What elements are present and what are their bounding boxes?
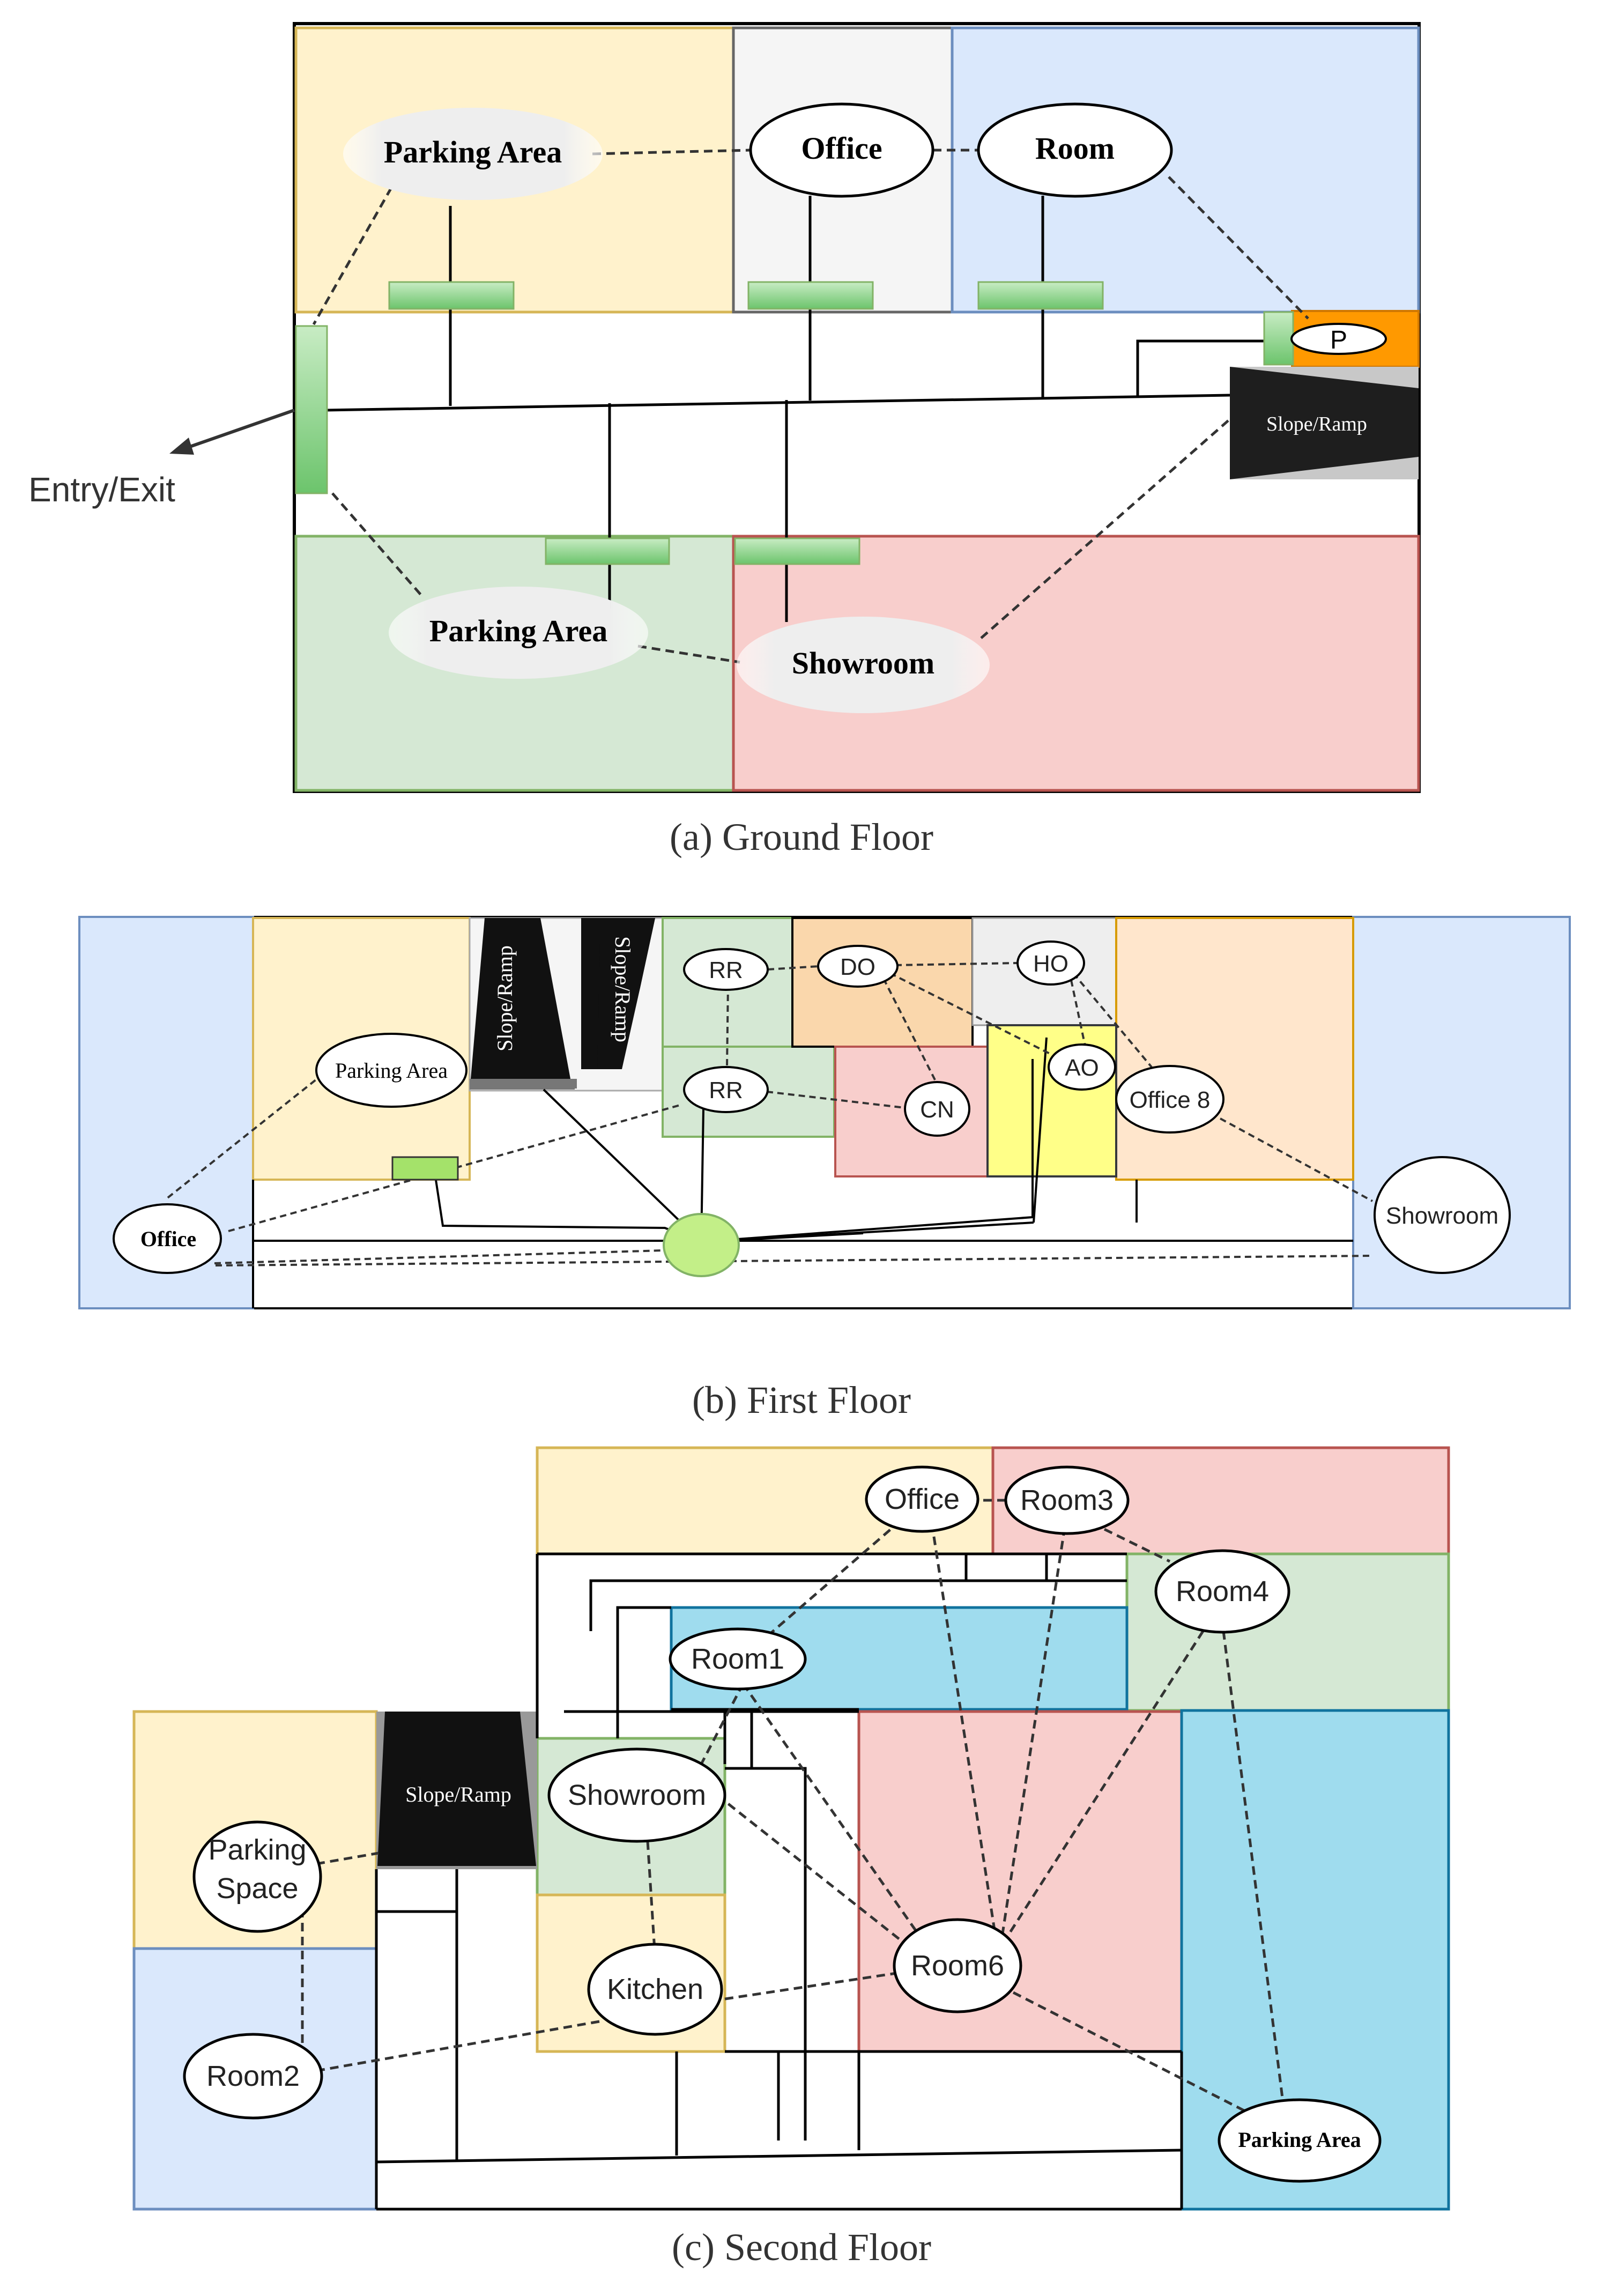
ff-node-office bbox=[113, 1203, 222, 1274]
ff-slope1-label: Slope/Ramp bbox=[493, 945, 517, 1051]
gf-node-room-label: Room bbox=[1035, 131, 1115, 166]
ff-node-rr-top bbox=[683, 948, 769, 991]
second-floor-plan: Slope/Ramp bbox=[132, 1446, 1450, 2211]
sf-node-room4-label: Room4 bbox=[1176, 1575, 1269, 1608]
gf-doors bbox=[295, 281, 1294, 565]
ff-node-rr-bottom bbox=[683, 1066, 769, 1113]
sf-node-kitchen bbox=[587, 1943, 723, 2036]
gf-door-room bbox=[977, 281, 1104, 310]
gf-door-parking-top bbox=[388, 281, 515, 310]
sf-node-parking-space-label-1: Parking bbox=[208, 1834, 306, 1866]
sf-node-room3-label: Room3 bbox=[1020, 1484, 1114, 1516]
sf-node-room2 bbox=[183, 2033, 323, 2120]
gf-node-parking-top bbox=[343, 108, 603, 200]
gf-door-entry bbox=[295, 325, 328, 494]
gf-node-office-label: Office bbox=[801, 131, 882, 166]
ff-node-ho-label: HO bbox=[1033, 951, 1068, 977]
sf-node-showroom bbox=[547, 1747, 726, 1843]
ff-node-ao bbox=[1048, 1043, 1116, 1091]
ff-door bbox=[391, 1156, 459, 1181]
sf-corridor-lines bbox=[375, 1552, 1183, 2211]
ff-node-ao-label: AO bbox=[1065, 1055, 1099, 1081]
gf-door-showroom bbox=[734, 537, 860, 565]
gf-entry-exit-label: Entry/Exit bbox=[28, 470, 175, 509]
gf-node-p bbox=[1290, 323, 1387, 355]
sf-room6-zone bbox=[857, 1710, 1183, 2053]
gf-node-showroom-label: Showroom bbox=[792, 646, 934, 680]
ff-ramp-base-stripe bbox=[470, 1079, 577, 1088]
ff-slope-ramp-2 bbox=[581, 918, 655, 1069]
ff-node-do bbox=[817, 945, 899, 988]
ff-node-rr-top-label: RR bbox=[709, 957, 743, 983]
gf-door-parking-bottom bbox=[545, 537, 670, 565]
sf-node-room3 bbox=[1004, 1465, 1130, 1535]
sf-node-kitchen-label: Kitchen bbox=[607, 1973, 703, 2005]
ff-node-rr-bottom-label: RR bbox=[709, 1077, 743, 1103]
caption-ground-floor: (a) Ground Floor bbox=[670, 816, 933, 858]
sf-node-room2-label: Room2 bbox=[206, 2060, 300, 2092]
gf-nodes: Parking Area Office Room P Parking Area … bbox=[343, 102, 1387, 713]
ff-node-office-label: Office bbox=[140, 1227, 196, 1251]
sf-connections bbox=[301, 1499, 1286, 2116]
sf-node-office-label: Office bbox=[885, 1483, 960, 1515]
sf-node-parking-space bbox=[192, 1820, 322, 1933]
sf-slope-label: Slope/Ramp bbox=[405, 1782, 511, 1806]
gf-node-room bbox=[977, 102, 1173, 198]
gf-node-parking-bottom-label: Parking Area bbox=[429, 613, 607, 648]
sf-node-room1 bbox=[669, 1627, 807, 1691]
ground-floor-plan: Slope/Ramp bbox=[28, 22, 1421, 793]
sf-node-room6-label: Room6 bbox=[911, 1950, 1004, 1982]
sf-node-room6 bbox=[893, 1918, 1022, 2013]
ff-nodes: RR DO HO Parking Area RR CN AO Office 8 … bbox=[113, 940, 1511, 1274]
sf-node-room4 bbox=[1154, 1549, 1290, 1634]
ff-connections bbox=[165, 962, 1373, 1266]
ff-node-office8-label: Office 8 bbox=[1130, 1087, 1211, 1113]
gf-node-office bbox=[749, 102, 934, 198]
sf-slope-ramp bbox=[376, 1712, 537, 1869]
sf-node-parking-area-label: Parking Area bbox=[1238, 2128, 1361, 2152]
sf-node-parking-space-label-2: Space bbox=[216, 1872, 298, 1905]
ff-node-ho bbox=[1016, 940, 1085, 986]
gf-connections bbox=[312, 149, 1309, 664]
ff-node-office8 bbox=[1115, 1065, 1224, 1134]
gf-node-p-label: P bbox=[1330, 326, 1347, 354]
sf-node-showroom-label: Showroom bbox=[568, 1779, 706, 1811]
sf-node-parking-area bbox=[1218, 2098, 1382, 2183]
sf-nodes: Office Room3 Room4 Room1 Showroom Parkin… bbox=[183, 1465, 1382, 2183]
gf-door-p bbox=[1263, 311, 1294, 366]
gf-node-parking-top-label: Parking Area bbox=[384, 135, 562, 169]
caption-second-floor: (c) Second Floor bbox=[672, 2226, 931, 2269]
ff-slope2-label: Slope/Ramp bbox=[611, 936, 635, 1042]
ff-node-parking-label: Parking Area bbox=[335, 1058, 448, 1083]
ff-node-showroom-label: Showroom bbox=[1386, 1203, 1498, 1229]
ff-hub bbox=[663, 1213, 740, 1277]
ff-node-do-label: DO bbox=[840, 954, 875, 980]
sf-node-office bbox=[865, 1465, 979, 1533]
ff-node-showroom bbox=[1374, 1156, 1511, 1274]
ff-node-parking bbox=[315, 1033, 467, 1108]
gf-slope-label: Slope/Ramp bbox=[1266, 413, 1367, 435]
gf-node-showroom bbox=[737, 617, 990, 713]
caption-first-floor: (b) First Floor bbox=[692, 1379, 911, 1421]
ff-orange-zone bbox=[1115, 917, 1354, 1181]
gf-slope-ramp bbox=[1230, 367, 1419, 479]
ff-node-cn bbox=[904, 1081, 970, 1137]
first-floor-plan: Slope/Ramp Slope/Ramp bbox=[78, 916, 1571, 1309]
gf-door-office bbox=[747, 281, 874, 310]
ff-node-cn-label: CN bbox=[920, 1097, 954, 1123]
gf-entry-arrow bbox=[169, 409, 295, 455]
sf-node-room1-label: Room1 bbox=[691, 1643, 784, 1675]
gf-node-parking-bottom bbox=[389, 587, 648, 679]
